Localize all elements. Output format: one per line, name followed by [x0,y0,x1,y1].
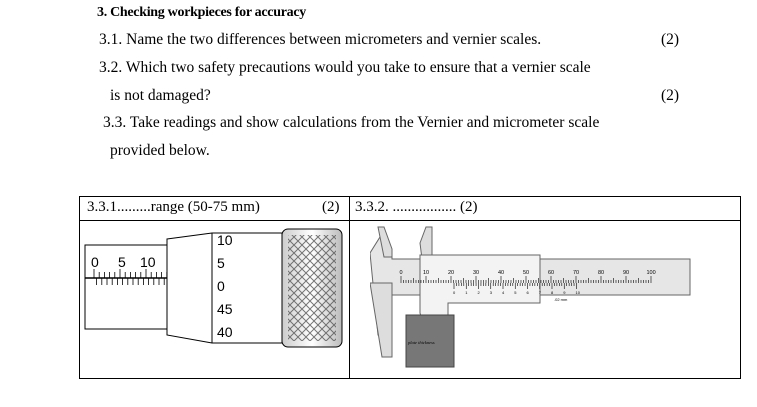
plate-thickness-label: plate thickness [407,340,435,345]
vernier-scale-number: 0 [453,290,456,295]
sleeve-number-0: 0 [91,254,99,270]
thimble-number-0: 0 [217,278,225,294]
thimble-number-45: 45 [217,301,233,317]
main-scale-number: 40 [498,270,504,276]
question-3-2: 3.2. Which two safety precautions would … [99,59,591,76]
vernier-scale-number: 8 [551,290,554,295]
vernier-scale-number: 9 [563,290,566,295]
main-scale-number: 90 [623,270,629,276]
caliper-outside-jaw-fixed [370,282,393,358]
vernier-scale-number: 2 [478,290,481,295]
micrometer-diagram: 0 5 10 10 5 0 45 40 [84,228,343,348]
vernier-caliper-diagram: plate thickness 0 10 20 30 40 50 60 70 80 90 100 0… [370,226,691,368]
section-heading: 3. Checking workpieces for accuracy [97,5,306,20]
main-scale-number: 50 [523,270,529,276]
main-scale-number: 20 [448,270,454,276]
vernier-scale-number: 5 [514,290,517,295]
thimble-number-5: 5 [217,255,225,271]
cell-3-3-2-label: 3.3.2. ................. (2) [355,199,478,215]
sleeve-number-5: 5 [118,254,126,270]
question-3-3-cont: provided below. [110,142,210,159]
cell-3-3-1-label: 3.3.1.........range (50-75 mm) [87,199,260,215]
question-3-1: 3.1. Name the two differences between mi… [99,31,542,48]
table-header-rule [80,220,740,221]
main-scale-number: 30 [473,270,479,276]
vernier-scale-number: 10 [576,290,581,295]
vernier-scale-number: 3 [490,290,493,295]
main-scale-number: 60 [548,270,554,276]
question-3-2-cont: is not damaged? [110,87,211,104]
main-scale-number: 10 [423,270,429,276]
thimble-number-10: 10 [217,232,233,248]
plate-thickness-block [405,314,455,368]
micrometer-sleeve [84,244,168,330]
main-scale-number: 80 [598,270,604,276]
main-scale-number: 100 [647,270,656,276]
cell-3-3-1-marks: (2) [322,199,340,215]
vernier-unit-label: .02 mm [554,297,568,302]
sleeve-number-10: 10 [140,254,156,270]
thimble-number-40: 40 [217,324,233,340]
vernier-scale-number: 6 [527,290,530,295]
marks-3-1: (2) [661,31,680,48]
readings-table: 3.3.1.........range (50-75 mm) (2) 3.3.2… [79,196,741,379]
main-scale-number: 0 [400,270,403,276]
vernier-scale-number: 4 [502,290,505,295]
table-divider [349,197,350,378]
marks-3-2: (2) [661,87,680,104]
caliper-inside-jaw-fixed [377,226,393,258]
vernier-scale-number: 7 [539,290,542,295]
question-3-3: 3.3. Take readings and show calculations… [103,114,600,131]
vernier-scale-number: 1 [465,290,468,295]
caliper-inside-jaw-moving [419,226,433,260]
main-scale-number: 70 [573,270,579,276]
